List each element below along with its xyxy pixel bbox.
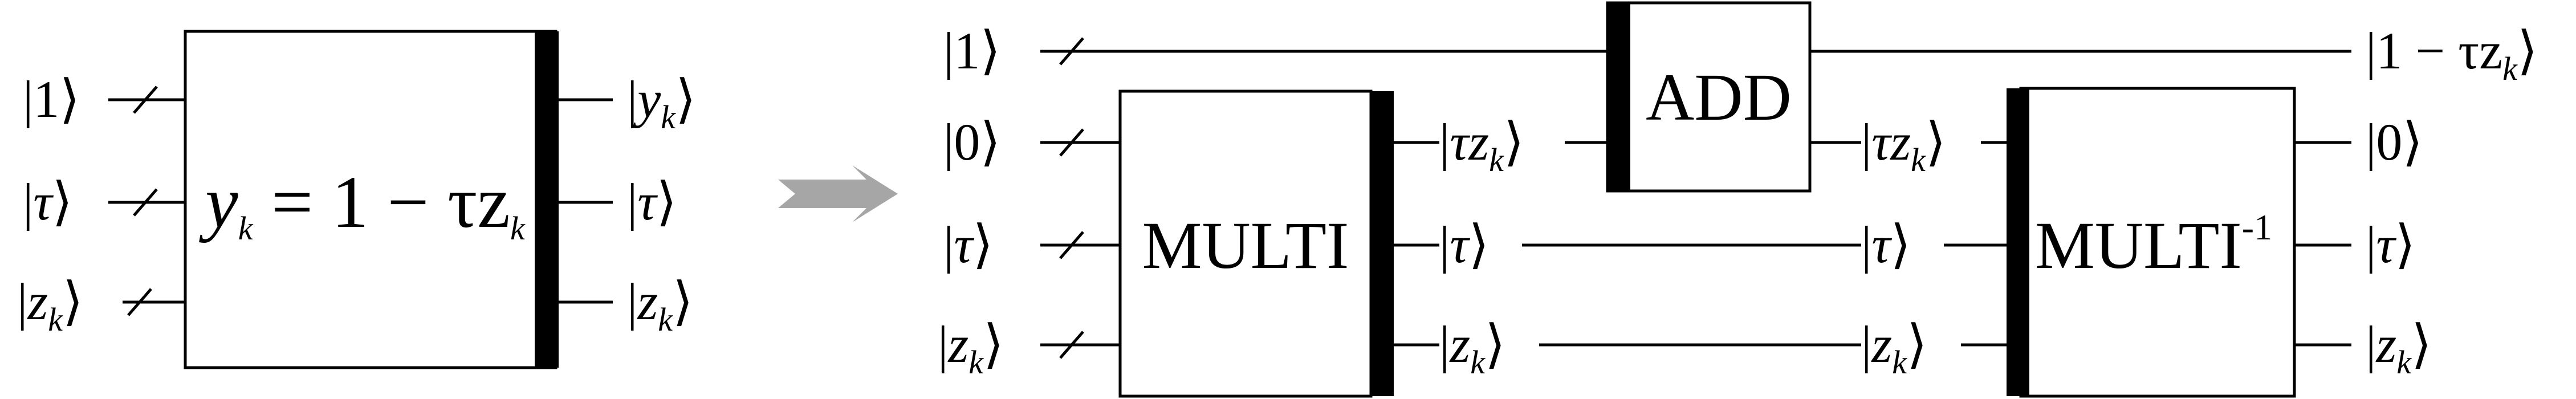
left-gate-formula: yk = 1 − τzk <box>199 161 526 247</box>
right-input-ket-1: |1⟩ <box>943 22 1000 80</box>
state-after-multi-2: |τ⟩ <box>1439 215 1489 274</box>
right-wire-3-slash <box>1059 231 1084 259</box>
multi-gate-bar <box>1371 91 1394 396</box>
right-wire-4-slash <box>1059 331 1084 359</box>
right-output-ket-1: |1 − τzk⟩ <box>2366 22 2538 87</box>
add-gate-box <box>1606 1 1812 193</box>
left-gate-bar <box>535 31 559 368</box>
right-output-ket-2: |0⟩ <box>2366 113 2423 171</box>
left-output-ket-3: |zk⟩ <box>627 272 693 338</box>
right-wire-1-slash <box>1059 37 1084 66</box>
left-output-ket-2: |τ⟩ <box>627 173 677 231</box>
state-after-multi-3: |zk⟩ <box>1439 315 1505 381</box>
state-before-inverse-2: |zk⟩ <box>1861 315 1927 381</box>
state-after-multi-1: |τzk⟩ <box>1439 113 1524 178</box>
multi-inverse-gate-label: MULTI-1 <box>2035 207 2272 283</box>
right-output-ket-3: |τ⟩ <box>2366 215 2415 274</box>
left-output-ket-1: |yk⟩ <box>627 70 696 136</box>
add-gate-label: ADD <box>1646 60 1792 135</box>
state-before-inverse-1: |τ⟩ <box>1861 215 1911 274</box>
multi-gate-box <box>1118 89 1373 398</box>
left-input-slash-1 <box>133 85 158 114</box>
multi-gate-label: MULTI <box>1142 208 1349 283</box>
left-input-slash-3 <box>127 288 152 316</box>
right-circuit-group: MULTI ADD MULTI-1 |1⟩ |0⟩ |τ⟩ |zk⟩ |τzk⟩… <box>938 1 2538 398</box>
transform-arrow-icon <box>778 165 898 222</box>
right-input-ket-3: |τ⟩ <box>943 215 993 274</box>
left-input-slash-2 <box>133 188 158 217</box>
right-input-ket-4: |zk⟩ <box>938 315 1004 381</box>
left-gate-group: yk = 1 − τzk |1⟩ |τ⟩ |zk⟩ |yk⟩ |τ⟩ |zk⟩ <box>17 30 696 369</box>
add-gate-bar <box>1608 3 1630 191</box>
right-output-ket-4: |zk⟩ <box>2366 315 2432 381</box>
left-input-ket-1: |1⟩ <box>23 70 80 128</box>
state-after-add: |τzk⟩ <box>1861 113 1946 178</box>
multi-inverse-gate-bar <box>2007 88 2029 396</box>
right-input-ket-2: |0⟩ <box>943 113 1000 171</box>
right-wire-2-slash <box>1059 128 1084 157</box>
multi-inverse-gate-box <box>2019 87 2296 398</box>
left-gate-box <box>184 30 557 369</box>
left-input-ket-3: |zk⟩ <box>17 272 83 338</box>
left-input-ket-2: |τ⟩ <box>23 173 72 231</box>
